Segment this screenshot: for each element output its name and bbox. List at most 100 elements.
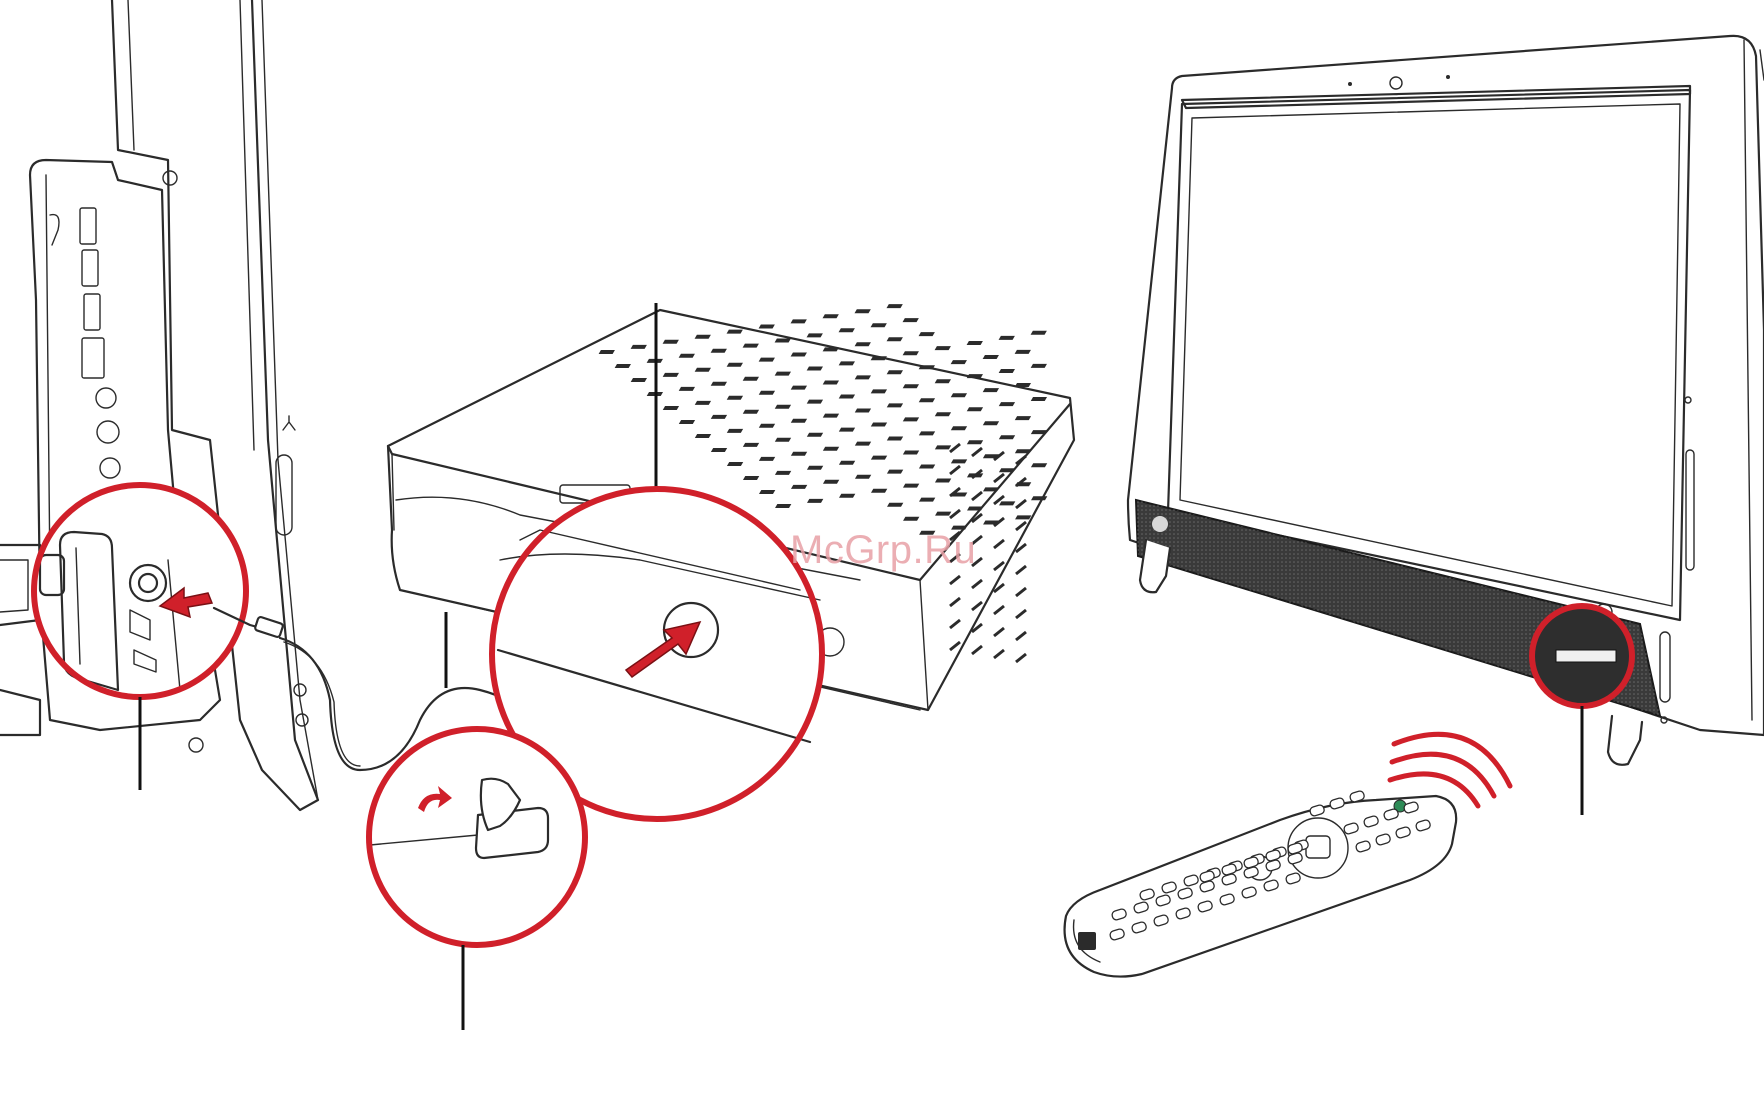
vent-slot [775, 504, 791, 508]
vent-slot [839, 494, 855, 498]
vent-slot [855, 475, 871, 479]
vent-slot [1031, 364, 1047, 368]
vent-slot [839, 461, 855, 465]
vent-slot [663, 406, 679, 410]
vent-slot [711, 382, 727, 386]
vent-slot [919, 498, 935, 502]
vent-slot [791, 419, 807, 423]
vent-slot [711, 415, 727, 419]
vent-slot [871, 389, 887, 393]
vent-slot [887, 370, 903, 374]
vent-slot [983, 421, 999, 425]
vent-slot [903, 517, 919, 521]
vent-slot [855, 409, 871, 413]
vent-slot [759, 490, 775, 494]
vent-slot [886, 304, 902, 308]
vent-slot [695, 368, 711, 372]
vent-slot [695, 401, 711, 405]
vent-slot [1015, 350, 1031, 354]
ir-jack-detail-callout [34, 485, 246, 790]
side-vent-slot [1016, 632, 1026, 640]
vent-slot [855, 442, 871, 446]
vent-slot [1031, 496, 1047, 500]
vent-slot [903, 451, 919, 455]
vent-slot [983, 388, 999, 392]
vent-slot [951, 360, 967, 364]
vent-slot [919, 398, 935, 402]
vent-slot [711, 349, 727, 353]
vent-slot [951, 426, 967, 430]
vent-slot [775, 372, 791, 376]
vent-slot [791, 452, 807, 456]
vent-slot [791, 485, 807, 489]
vent-slot [919, 465, 935, 469]
vent-slot [967, 407, 983, 411]
vent-slot [871, 456, 887, 460]
vent-slot [775, 471, 791, 475]
vent-slot [807, 367, 823, 371]
vent-slot [855, 375, 871, 379]
vent-slot [967, 374, 983, 378]
vent-slot [871, 356, 887, 360]
side-vent-slot [972, 646, 982, 654]
vent-slot [1015, 515, 1031, 519]
vent-slot [727, 462, 743, 466]
vent-slot [631, 345, 647, 349]
vent-slot [743, 443, 759, 447]
adhesive-peel-detail-callout [369, 729, 585, 1030]
vent-slot [999, 435, 1015, 439]
computer-front-view [1128, 36, 1764, 765]
vent-slot [599, 350, 615, 354]
vent-slot [887, 470, 903, 474]
vent-slot [1031, 430, 1047, 434]
vent-slot [1015, 449, 1031, 453]
side-vent-slot [1016, 566, 1026, 574]
vent-slot [983, 487, 999, 491]
vent-slot [759, 424, 775, 428]
vent-slot [791, 353, 807, 357]
vent-slot [743, 344, 759, 348]
vent-slot [823, 447, 839, 451]
remote-control [1065, 796, 1457, 977]
vent-slot [871, 423, 887, 427]
vent-slot [1015, 383, 1031, 387]
vent-slot [855, 309, 871, 313]
vent-slot [903, 351, 919, 355]
watermark-text: McGrp.Ru [790, 528, 976, 573]
side-vent-slot [994, 628, 1004, 636]
vent-slot [871, 323, 887, 327]
vent-slot [695, 335, 711, 339]
vent-slot [951, 393, 967, 397]
vent-slot [983, 355, 999, 359]
vent-slot [775, 339, 791, 343]
vent-slot [775, 438, 791, 442]
ir-signal-waves [1390, 734, 1510, 806]
vent-slot [791, 319, 807, 323]
vent-slot [903, 384, 919, 388]
vent-slot [807, 433, 823, 437]
vent-slot [935, 445, 951, 449]
vent-slot [967, 341, 983, 345]
vent-slot [999, 402, 1015, 406]
vent-slot [727, 429, 743, 433]
vent-slot [887, 503, 903, 507]
vent-slot [631, 378, 647, 382]
vent-slot [871, 489, 887, 493]
side-vent-slot [1016, 610, 1026, 618]
vent-slot [1031, 463, 1047, 467]
vent-slot [791, 386, 807, 390]
vent-slot [759, 358, 775, 362]
vent-slot [935, 379, 951, 383]
vent-slot [919, 332, 935, 336]
vent-slot [1031, 331, 1047, 335]
vent-slot [679, 354, 695, 358]
vent-slot [855, 342, 871, 346]
vent-slot [887, 403, 903, 407]
vent-slot [935, 412, 951, 416]
vent-slot [839, 395, 855, 399]
vent-slot [1031, 397, 1047, 401]
vent-slot [679, 420, 695, 424]
vent-slot [743, 377, 759, 381]
vent-slot [887, 437, 903, 441]
vent-slot [807, 466, 823, 470]
